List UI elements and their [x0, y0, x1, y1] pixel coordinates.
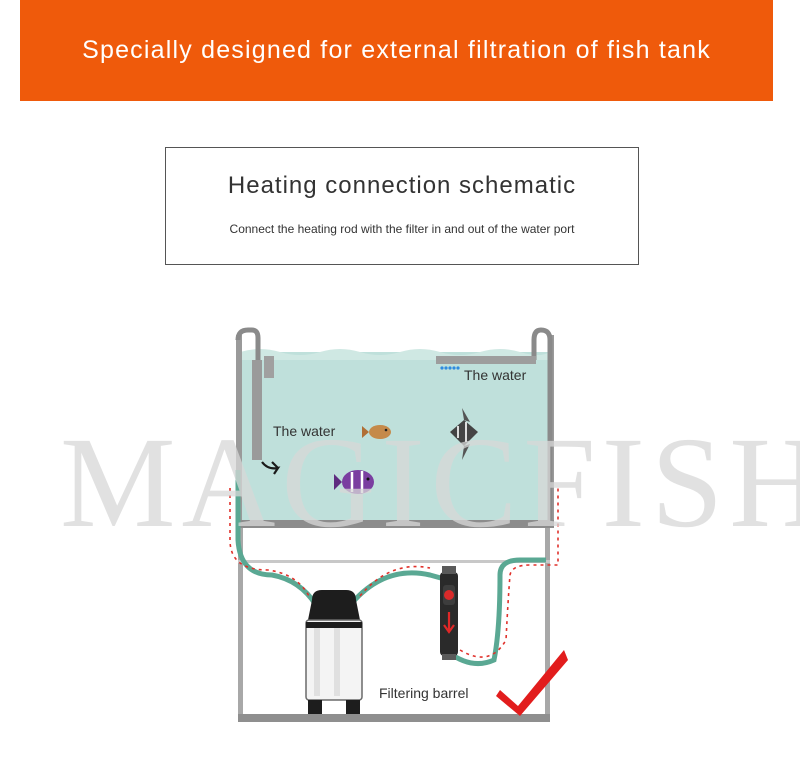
fish-icon: [362, 425, 391, 439]
heater: [440, 566, 458, 660]
striped-fish-icon: [334, 470, 374, 494]
label-water-left: The water: [273, 423, 336, 439]
inlet-pipe: [235, 327, 261, 460]
inlet-strainer: [252, 360, 262, 460]
stand-leg-left: [238, 528, 243, 720]
filter-barrel: [305, 590, 363, 714]
info-box-subtitle: Connect the heating rod with the filter …: [229, 222, 575, 236]
stand-shelf: [238, 560, 550, 563]
header-banner: Specially designed for external filtrati…: [20, 0, 773, 101]
inlet-arrow-icon: [261, 461, 281, 475]
angelfish-icon: [450, 408, 478, 460]
banner-title: Specially designed for external filtrati…: [82, 36, 711, 64]
info-box-title: Heating connection schematic: [227, 172, 577, 199]
checkmark-icon: [496, 650, 568, 716]
surface-skimmer: [264, 356, 274, 378]
hose-inlet: [235, 470, 319, 607]
tank-wall-left: [236, 335, 242, 525]
outlet-pipe: [531, 327, 553, 520]
info-box: Heating connection schematic Connect the…: [165, 147, 639, 265]
hose-heater-out: [446, 557, 546, 667]
tank-bottom: [236, 520, 554, 528]
spray-bar: [436, 356, 536, 364]
label-water-right: The water: [464, 367, 527, 383]
label-filter: Filtering barrel: [379, 685, 468, 701]
spray-drops: [440, 366, 460, 370]
stand-leg-right: [545, 528, 550, 720]
stand-base: [238, 714, 550, 722]
tank-water: [240, 352, 550, 524]
hose-to-heater: [350, 570, 449, 605]
flow-arrow-icon: [229, 488, 559, 658]
